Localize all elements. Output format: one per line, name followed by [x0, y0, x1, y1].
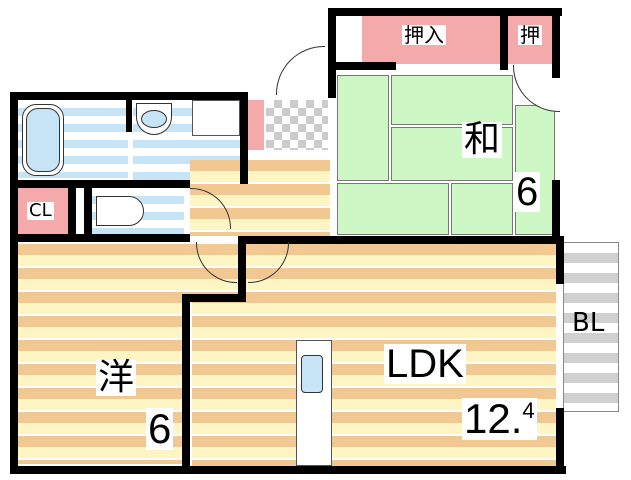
- washing-machine-space: [192, 100, 240, 136]
- entrance-door-icon[interactable]: [276, 46, 325, 95]
- balcony: [563, 242, 619, 412]
- wall: [240, 92, 248, 184]
- tatami-mat: [451, 183, 513, 235]
- washitsu-size: 6: [514, 170, 541, 214]
- wall: [10, 92, 18, 474]
- toilet-icon: [96, 196, 144, 226]
- wall: [556, 236, 564, 284]
- tatami-mat: [337, 183, 449, 235]
- tatami-mat: [391, 75, 513, 125]
- wall: [84, 180, 92, 240]
- wall: [126, 92, 132, 132]
- oshiire-small-label: 押: [518, 23, 542, 47]
- wall: [552, 8, 560, 78]
- ldk-label: LDK: [384, 342, 466, 386]
- wall: [182, 294, 246, 302]
- wall: [240, 236, 564, 244]
- tatami-mat: [515, 105, 555, 235]
- bathtub-icon: [22, 104, 64, 176]
- wall: [336, 62, 396, 70]
- washitsu-label: 和: [462, 119, 503, 160]
- ldk-size: 12.4: [462, 398, 537, 440]
- tatami-mat: [337, 75, 389, 181]
- wall: [552, 180, 560, 242]
- wall: [556, 408, 564, 472]
- wall: [238, 236, 246, 302]
- wall: [182, 294, 190, 470]
- kitchen-counter: [296, 340, 332, 466]
- wall: [500, 8, 508, 70]
- sink-icon: [136, 103, 172, 135]
- wall: [10, 234, 190, 242]
- ldk-size-decimal: 4: [522, 398, 535, 423]
- wall: [328, 8, 562, 16]
- wall: [328, 8, 336, 98]
- balcony-label: BL: [572, 308, 605, 338]
- wall: [10, 466, 566, 474]
- wall: [10, 180, 190, 188]
- entrance: [266, 100, 328, 150]
- ldk-size-int: 12.: [464, 395, 523, 442]
- oshiire-large-label: 押入: [402, 23, 446, 47]
- closet-label: CL: [27, 200, 54, 221]
- yoshitsu-label: 洋: [96, 357, 137, 398]
- kitchen-sink-icon: [301, 355, 323, 393]
- wall: [68, 180, 76, 240]
- shoe-cabinet: [248, 100, 264, 150]
- yoshitsu-size: 6: [146, 405, 174, 452]
